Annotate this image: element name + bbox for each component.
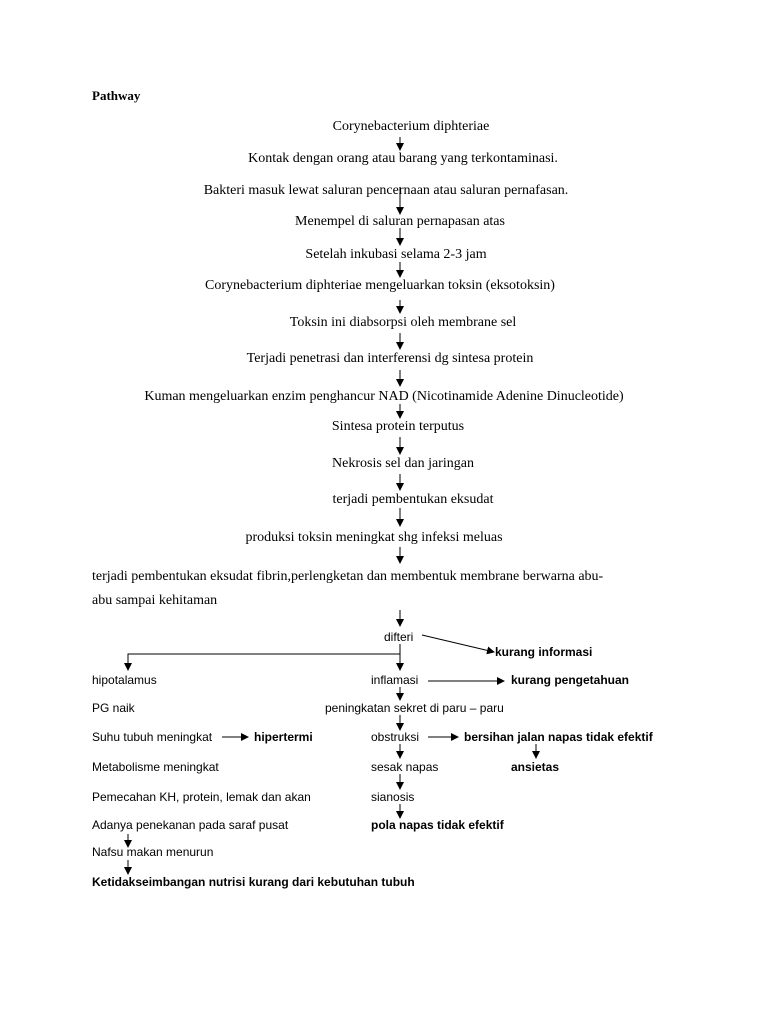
step-9: Kuman mengeluarkan enzim penghancur NAD …: [144, 389, 624, 404]
step-1: Corynebacterium diphteriae: [332, 119, 490, 134]
node-sekret: peningkatan sekret di paru – paru: [325, 701, 504, 715]
node-sesak-napas: sesak napas: [371, 760, 439, 774]
node-suhu-tubuh: Suhu tubuh meningkat: [92, 730, 213, 744]
node-pemecahan: Pemecahan KH, protein, lemak dan akan: [92, 790, 311, 804]
step-8: Terjadi penetrasi dan interferensi dg si…: [246, 351, 534, 366]
node-kurang-pengetahuan: kurang pengetahuan: [511, 673, 630, 687]
page-title: Pathway: [92, 88, 141, 103]
node-inflamasi: inflamasi: [371, 673, 419, 687]
node-kurang-informasi: kurang informasi: [495, 645, 593, 659]
step-4: Menempel di saluran pernapasan atas: [295, 214, 505, 229]
step-11: Nekrosis sel dan jaringan: [332, 456, 474, 471]
node-bersihan-jalan-napas: bersihan jalan napas tidak efektif: [464, 730, 653, 744]
step-6: Corynebacterium diphteriae mengeluarkan …: [205, 278, 555, 293]
node-nafsu-makan: Nafsu makan menurun: [92, 845, 214, 859]
node-metabolisme: Metabolisme meningkat: [92, 760, 219, 774]
step-7: Toksin ini diabsorpsi oleh membrane sel: [289, 315, 517, 330]
node-penekanan: Adanya penekanan pada saraf pusat: [92, 818, 289, 832]
step-3: Bakteri masuk lewat saluran pencernaan a…: [203, 183, 569, 198]
node-hipertermi: hipertermi: [254, 730, 313, 744]
node-hipotalamus: hipotalamus: [92, 673, 157, 687]
node-difteri: difteri: [384, 630, 414, 644]
node-ketidakseimbangan: Ketidakseimbangan nutrisi kurang dari ke…: [92, 875, 415, 889]
node-pola-napas: pola napas tidak efektif: [371, 818, 504, 832]
step-13: produksi toksin meningkat shg infeksi me…: [245, 530, 503, 545]
arrow-difteri-kurang-informasi: [421, 634, 495, 655]
arrow-branch-left: [124, 653, 400, 671]
node-pg-naik: PG naik: [92, 701, 135, 715]
node-sianosis: sianosis: [371, 790, 415, 804]
step-2: Kontak dengan orang atau barang yang ter…: [248, 151, 558, 166]
step-membrane-line-2: abu sampai kehitaman: [92, 593, 218, 608]
step-5: Setelah inkubasi selama 2-3 jam: [305, 247, 487, 262]
node-obstruksi: obstruksi: [371, 730, 420, 744]
node-ansietas: ansietas: [511, 760, 560, 774]
step-membrane-line-1: terjadi pembentukan eksudat fibrin,perle…: [92, 569, 604, 584]
step-12: terjadi pembentukan eksudat: [332, 492, 494, 507]
step-10: Sintesa protein terputus: [331, 419, 465, 434]
